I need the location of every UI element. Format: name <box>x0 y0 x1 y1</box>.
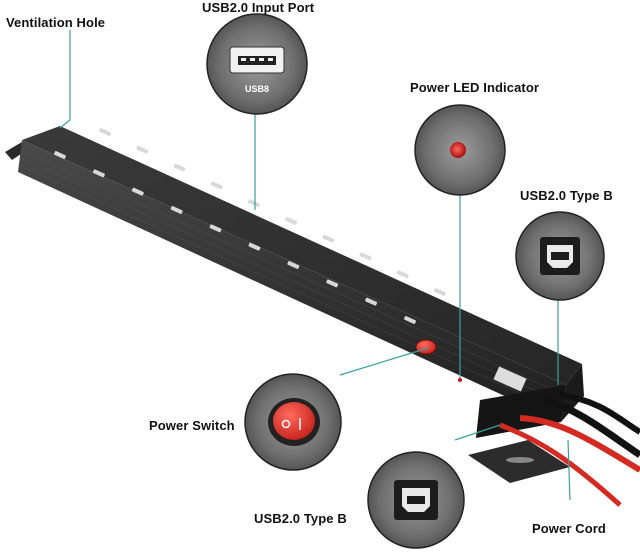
label-usb-input-port: USB2.0 Input Port <box>202 0 315 15</box>
hub-top-face <box>22 126 582 385</box>
usb-port-slot <box>322 234 335 243</box>
callout-led <box>414 104 506 196</box>
usb-port-slot <box>209 224 222 233</box>
label-usb-type-b-right: USB2.0 Type B <box>520 188 613 203</box>
callout-usb-b-bottom <box>367 451 465 549</box>
usb-port-slot <box>173 163 186 172</box>
label-usb-type-b-bottom: USB2.0 Type B <box>254 511 347 526</box>
side-ridges <box>18 149 565 413</box>
usb-port-slot <box>247 199 260 208</box>
bracket-slot <box>506 457 534 463</box>
usb-port-slot <box>54 151 66 159</box>
usb-port-slot <box>248 242 261 251</box>
usb-port-slot <box>92 169 105 178</box>
led-on-hub <box>458 378 462 382</box>
usb-port-slot <box>396 270 409 279</box>
callout-usb-b-right <box>515 211 605 301</box>
usb-port-slot <box>434 288 446 296</box>
label-power-led: Power LED Indicator <box>410 80 540 95</box>
port-marking-text: USB8 <box>245 84 269 94</box>
label-sticker <box>493 366 527 392</box>
usb-port-slot <box>131 187 144 196</box>
cord-red <box>519 415 640 473</box>
usb-port-array <box>54 128 446 324</box>
usb-port-slot <box>326 279 339 288</box>
front-panel <box>476 385 566 438</box>
usb-port-slot <box>365 297 378 306</box>
usb-port-slot <box>404 316 416 324</box>
usb-port-slot <box>287 261 300 269</box>
callout-usb-input: USB8 <box>206 13 308 115</box>
cord-red-2 <box>499 422 622 507</box>
cord-black-2 <box>559 392 640 435</box>
callout-power-switch <box>244 373 342 471</box>
label-power-switch: Power Switch <box>149 418 235 433</box>
label-ventilation-hole: Ventilation Hole <box>6 15 106 30</box>
usb-port-slot <box>136 145 149 154</box>
usb-port-slot <box>285 216 298 225</box>
usb-port-slot <box>210 181 223 190</box>
usb-port-slot <box>359 252 372 261</box>
leader-lines <box>59 30 571 501</box>
cord-black-1 <box>544 396 640 458</box>
usb-port-slot <box>99 128 111 136</box>
label-power-cord: Power Cord <box>532 521 606 536</box>
usb-port-slot <box>170 206 183 214</box>
power-switch-on-hub <box>415 339 437 355</box>
